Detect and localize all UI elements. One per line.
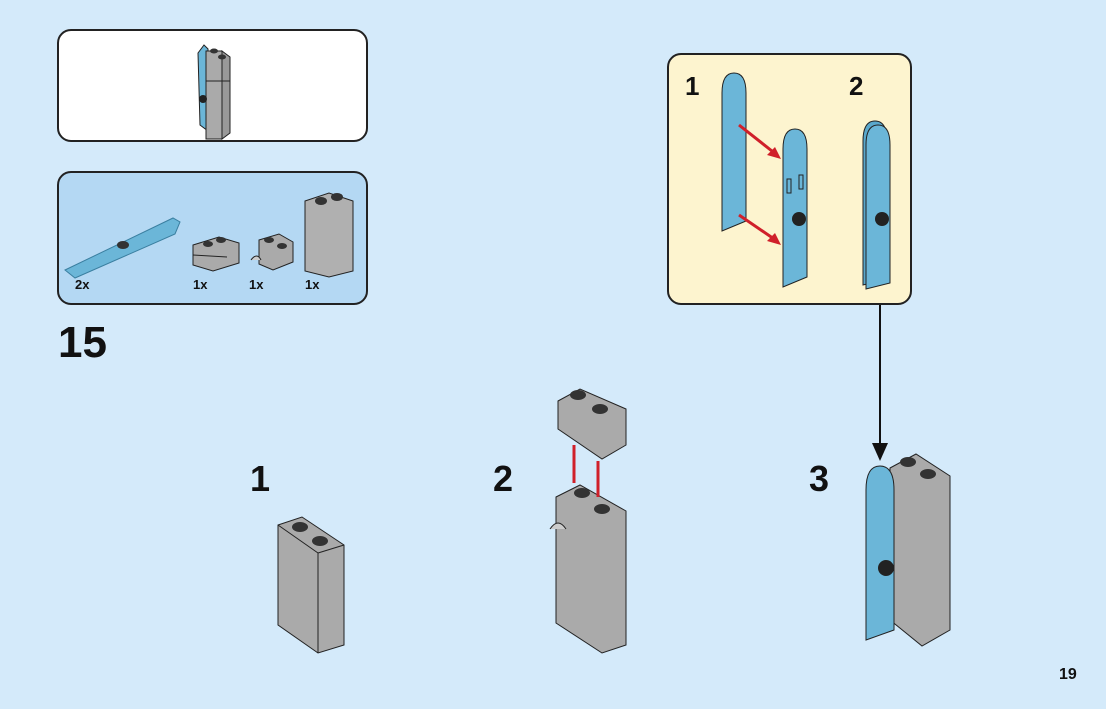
ski-illustration-a bbox=[721, 72, 747, 232]
part-quantity: 1x bbox=[305, 277, 320, 292]
callout-step-label: 2 bbox=[849, 71, 864, 101]
step2-assembly-illustration bbox=[549, 388, 627, 654]
part-tall-brick-illustration bbox=[304, 192, 354, 278]
part-masonry-brick-illustration bbox=[192, 236, 240, 272]
ski-illustration-combined bbox=[862, 120, 891, 290]
parts-list-panel: 2x 1x 1x 1x bbox=[57, 171, 368, 305]
tall-brick-illustration bbox=[277, 516, 345, 654]
step-number: 15 bbox=[58, 318, 107, 367]
main-step-label: 2 bbox=[493, 458, 514, 499]
main-step-label: 1 bbox=[250, 458, 271, 499]
callout-step-label: 1 bbox=[685, 71, 700, 101]
down-arrow-icon bbox=[872, 305, 888, 461]
part-quantity: 1x bbox=[193, 277, 208, 292]
preview-assembly-illustration bbox=[197, 44, 231, 140]
part-quantity: 2x bbox=[75, 277, 90, 292]
step3-assembly-illustration bbox=[865, 453, 951, 647]
part-quantity: 1x bbox=[249, 277, 264, 292]
page-number: 19 bbox=[1059, 666, 1077, 683]
red-arrow-icon bbox=[738, 123, 781, 245]
main-step-label: 3 bbox=[809, 458, 830, 499]
preview-box bbox=[57, 29, 368, 142]
part-ski-illustration bbox=[64, 217, 181, 279]
sub-step-callout: 1 2 bbox=[667, 53, 912, 305]
ski-illustration-b bbox=[782, 128, 808, 288]
part-clip-brick-illustration bbox=[250, 233, 294, 271]
